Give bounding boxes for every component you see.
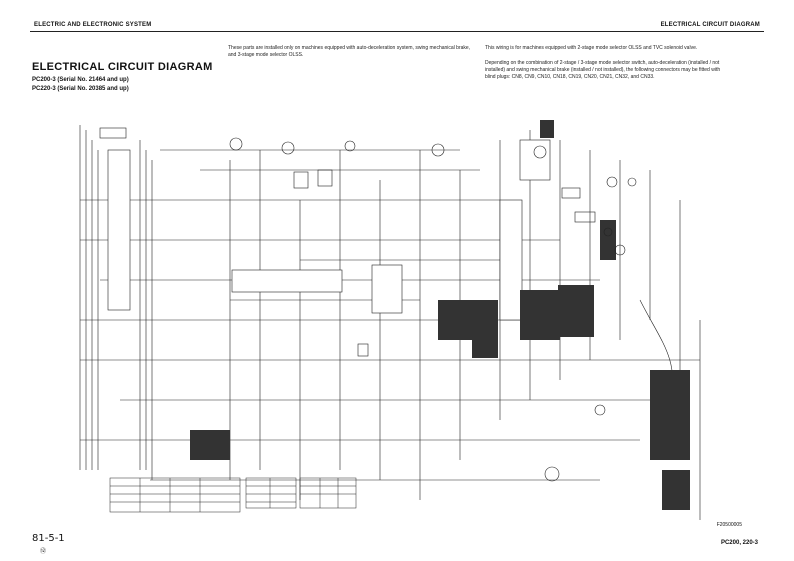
header-rule xyxy=(30,31,764,32)
serial-line-pc200: PC200-3 (Serial No. 21464 and up) xyxy=(32,77,129,83)
page-title: ELECTRICAL CIRCUIT DIAGRAM xyxy=(32,61,213,73)
page-header-title: ELECTRICAL CIRCUIT DIAGRAM xyxy=(660,22,760,28)
page-number: 81-5-1 xyxy=(32,533,65,544)
serial-line-pc220: PC220-3 (Serial No. 20385 and up) xyxy=(32,86,129,92)
note-connectors: Depending on the combination of 2-stage … xyxy=(485,60,721,80)
note-2stage: This wiring is for machines equipped wit… xyxy=(485,45,698,51)
section-header: ELECTRIC AND ELECTRONIC SYSTEM xyxy=(34,22,152,28)
footer-model: PC200, 220-3 xyxy=(720,540,758,546)
note-auto-decel: These parts are installed only on machin… xyxy=(228,45,471,58)
figure-code: F20500005 xyxy=(716,522,742,528)
page-number-sub: ⑫ xyxy=(40,549,47,555)
